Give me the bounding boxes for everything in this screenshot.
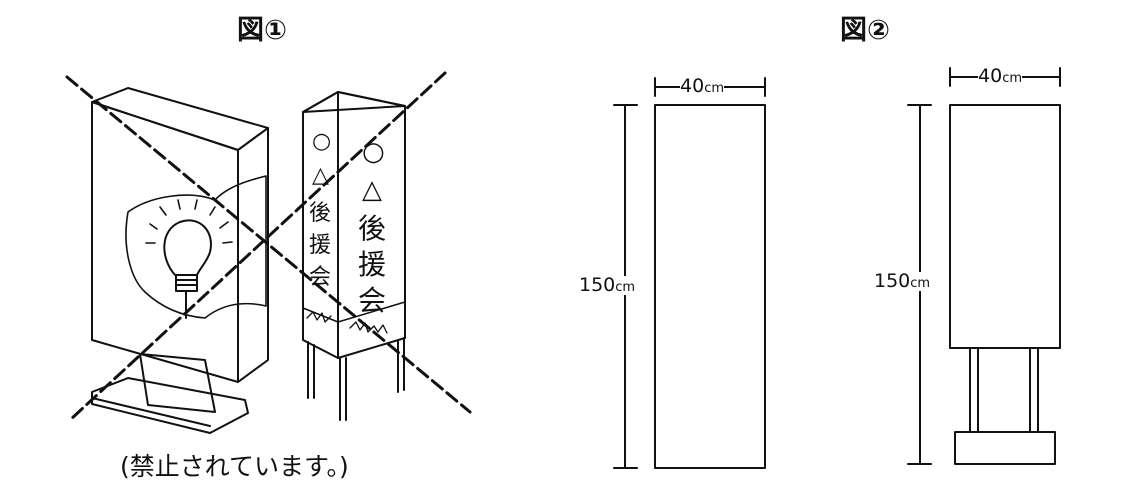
left-height-value: 150 [579,274,616,296]
pole-sign-char-2: △ [312,163,329,188]
pole-sign-lettering: ○ △ 後 援 会 ○ △ 後 援 会 [309,129,386,317]
figure1-caption: (禁止されています。) [120,452,349,481]
pole-sign-right-char-3: 後 [358,212,386,245]
light-bulb [145,199,233,319]
pole-sign-right-char-2: △ [362,175,382,205]
right-width-value: 40 [978,65,1003,87]
left-width-label: 40cm [680,77,724,96]
left-height-label: 150cm [579,274,636,296]
pole-sign-char-4: 援 [309,233,331,258]
torn-opening [125,175,267,319]
left-height-unit: cm [615,280,636,295]
panel-right-base [954,431,1056,465]
panel-right-board [949,104,1061,349]
right-height-unit: cm [910,276,931,291]
left-width-value: 40 [680,75,705,97]
panel-right [907,67,1061,465]
pole-sign-right-char-5: 会 [358,284,386,317]
sign-post [139,353,216,413]
figure2-title: 図② [840,15,890,46]
pole-sign-char-1: ○ [312,129,331,154]
pole-sign-right-char-4: 援 [358,248,386,281]
panel-left [613,77,766,469]
left-width-unit: cm [704,81,724,96]
triangular-pole-sign [302,91,406,421]
right-width-unit: cm [1002,71,1022,86]
right-height-label: 150cm [874,270,931,292]
prohibition-cross [65,71,472,422]
panel-left-board [654,104,766,469]
right-height-value: 150 [874,270,911,292]
sign-base-plate [91,377,249,434]
right-width-label: 40cm [978,67,1022,86]
lit-box-sign [91,87,269,434]
pole-sign-char-5: 会 [309,265,331,290]
pole-sign-char-3: 後 [309,201,331,226]
sign-box-front [91,101,239,383]
figure1-title: 図① [237,15,287,46]
sign-box-side [237,127,269,383]
pole-sign-right-char-1: ○ [362,137,385,167]
